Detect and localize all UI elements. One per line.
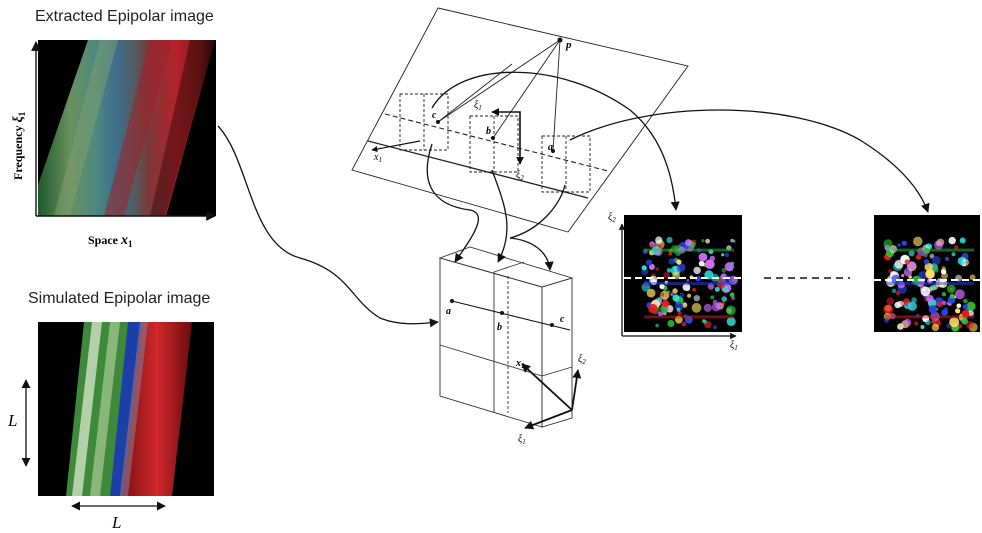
volume-c-label: c	[560, 314, 565, 325]
connector-curves	[217, 71, 930, 328]
slice-xi1-label: ξ1	[730, 340, 738, 352]
simulated-epipolar-panel: L L	[7, 322, 214, 532]
scene-xi2-label: ξ2	[516, 170, 524, 182]
point-p-dot	[557, 37, 563, 43]
volume-b-label: b	[497, 322, 502, 333]
slice-xi2-label: ξ2	[608, 212, 616, 224]
volume-a-label: a	[446, 306, 451, 317]
vertical-length-label: L	[7, 411, 17, 430]
extracted-epipolar-panel: Frequency ξ1 Space x1	[11, 40, 216, 249]
space-axis-label: Space x1	[88, 233, 133, 249]
point-p-label: p	[565, 39, 572, 51]
volume-x-label: x1	[515, 358, 525, 370]
camera-b-label: b	[486, 126, 491, 137]
volume-xi1-label: ξ1	[518, 434, 526, 446]
slice-panel-2	[874, 215, 980, 332]
camera-a-label: a	[548, 142, 553, 153]
camera-c-label: c	[432, 110, 437, 121]
scene-plane	[351, 7, 689, 233]
scene-x-axis	[371, 140, 421, 152]
volume-xi2-label: ξ2	[578, 354, 586, 366]
slice-panel-1: ξ2 ξ1	[608, 212, 742, 352]
horizontal-length-label: L	[111, 513, 121, 532]
epipolar-volume	[438, 246, 574, 428]
scene-xi1-label: ξ1	[474, 100, 482, 112]
extracted-epipolar-title: Extracted Epipolar image	[35, 8, 214, 25]
simulated-epipolar-title: Simulated Epipolar image	[28, 290, 211, 307]
frequency-axis-label: Frequency ξ1	[11, 111, 27, 180]
scene-x-label: x1	[373, 152, 382, 164]
